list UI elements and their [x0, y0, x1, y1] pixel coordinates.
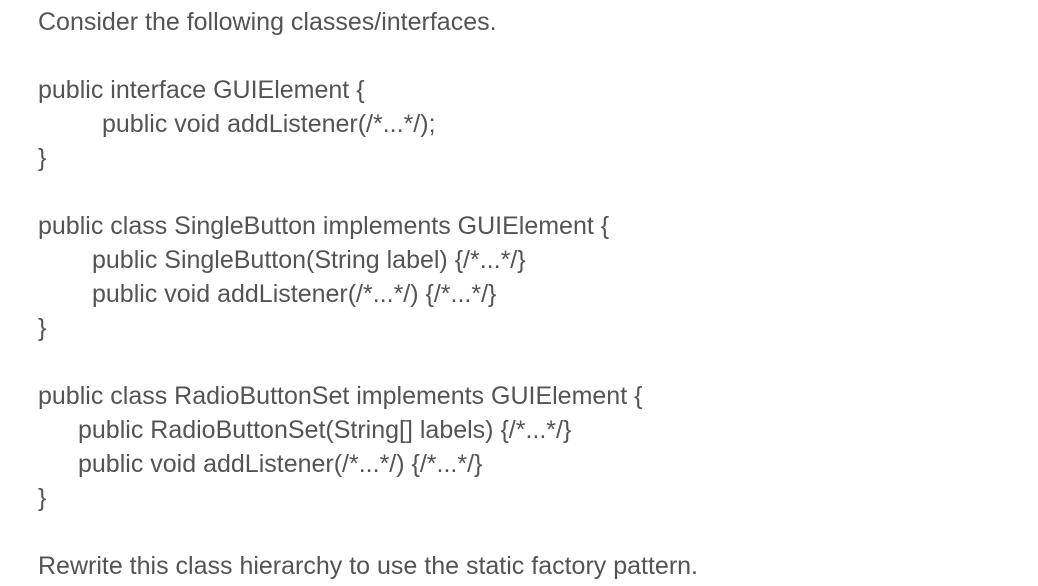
code-line: public void addListener(/*...*/) {/*...*… — [92, 280, 497, 308]
code-block-radiobuttonset-class: public class RadioButtonSet implements G… — [38, 379, 1028, 515]
intro-text: Consider the following classes/interface… — [38, 8, 497, 36]
spacer — [38, 175, 1028, 209]
code-line: public class RadioButtonSet implements G… — [38, 382, 643, 410]
code-line: } — [38, 144, 47, 172]
spacer — [38, 515, 1028, 549]
spacer — [38, 345, 1028, 379]
code-line: public SingleButton(String label) {/*...… — [92, 246, 526, 274]
code-line: public void addListener(/*...*/) {/*...*… — [78, 450, 483, 478]
code-line: public RadioButtonSet(String[] labels) {… — [78, 416, 572, 444]
code-line: public class SingleButton implements GUI… — [38, 212, 610, 240]
code-line: public interface GUIElement { — [38, 76, 365, 104]
spacer — [38, 39, 1028, 73]
code-line: public void addListener(/*...*/); — [102, 110, 436, 138]
task-text: Rewrite this class hierarchy to use the … — [38, 552, 698, 580]
code-line: } — [38, 314, 47, 342]
code-block-guielement-interface: public interface GUIElement { public voi… — [38, 73, 1028, 175]
code-line: } — [38, 484, 47, 512]
code-block-singlebutton-class: public class SingleButton implements GUI… — [38, 209, 1028, 345]
